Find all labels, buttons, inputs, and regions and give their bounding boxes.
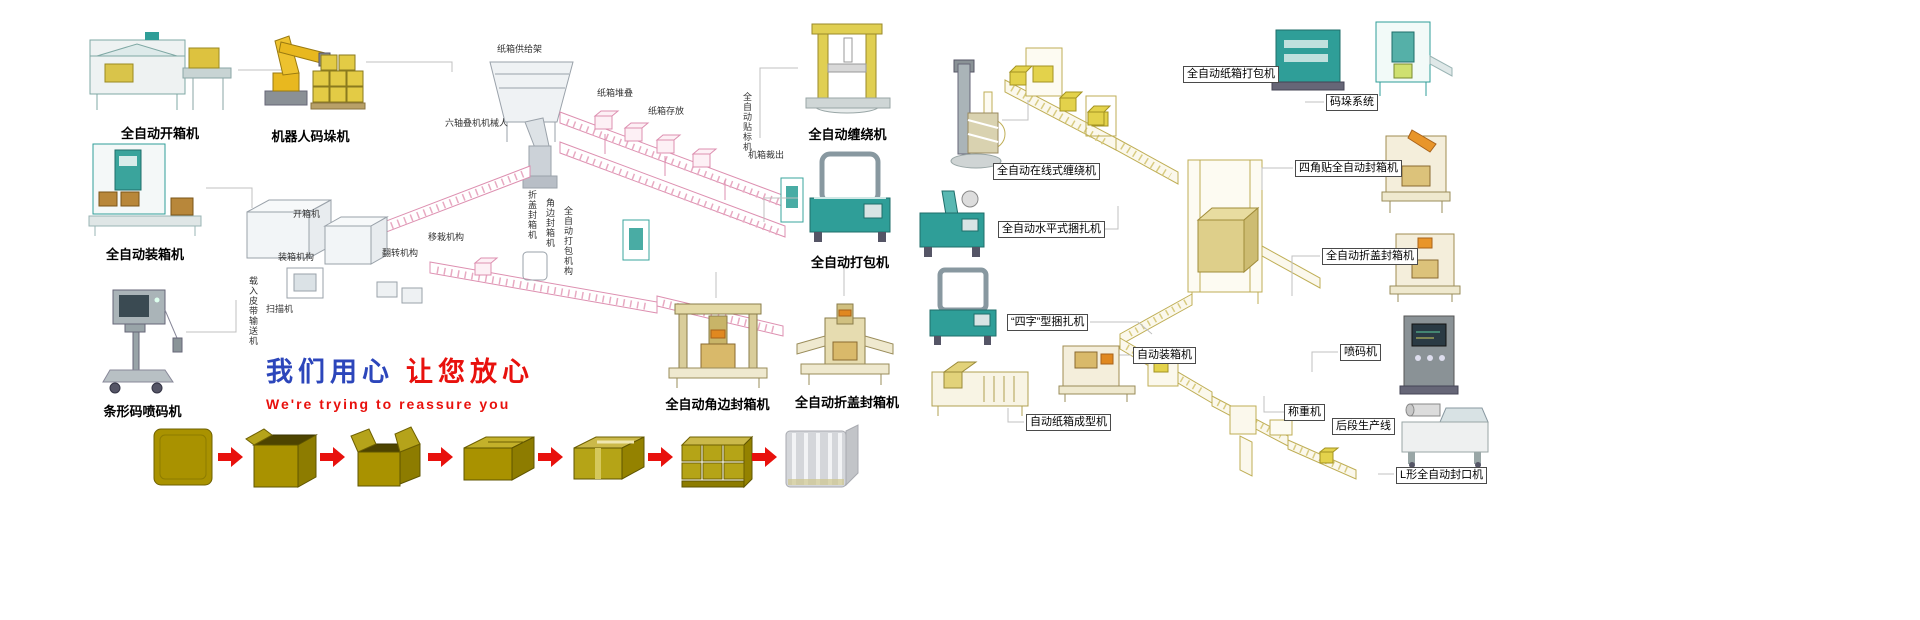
diagram-label: 机箱裁出 (748, 150, 785, 160)
flap-sealer-label: 全自动折盖封箱机 (795, 395, 900, 410)
red-arrow-icon (218, 447, 243, 467)
strapping-machine-image (809, 151, 891, 242)
case-erector-image (89, 32, 232, 110)
closed-box-image (463, 436, 535, 481)
flap-sealer-image (796, 303, 894, 385)
coder-printer-image (1399, 315, 1459, 395)
diagram-label: 纸箱堆叠 (597, 88, 634, 98)
wrapper-image (805, 23, 891, 114)
diagram-label: 翻转机构 (382, 248, 419, 258)
flat-blank-image (153, 428, 213, 486)
carton-former-image (931, 361, 1029, 416)
process-strip (148, 414, 860, 500)
diagram-label: 全自动打包机构 (563, 206, 573, 276)
carton-baler-image (1271, 29, 1345, 91)
label-l-sealer: L形全自动封口机 (1396, 467, 1488, 484)
case-packer-label: 全自动装箱机 (105, 247, 184, 262)
slogan-cn-part2: 让您放心 (406, 357, 534, 387)
label-carton-former: 自动纸箱成型机 (1026, 414, 1111, 431)
sealed-box-image (573, 436, 645, 480)
labeler-unit-drawing (780, 177, 804, 223)
corner-sealer-block: 全自动角边封箱机 (665, 300, 770, 413)
l-sealer-image (1401, 403, 1489, 468)
robot-palletizer-image (264, 35, 366, 110)
label-auto-packer: 自动装箱机 (1133, 347, 1196, 364)
six-axis-robot-drawing (522, 117, 558, 189)
pallet-stack-image (680, 435, 754, 489)
inline-wrapper-image (950, 59, 1002, 169)
wrapped-pallet-image (785, 424, 859, 488)
flap-open-box-image (350, 426, 421, 487)
palletizer-tower-drawing (1187, 159, 1321, 304)
diagram-label: 折盖封箱机 (527, 190, 537, 240)
red-arrow-icon (428, 447, 453, 467)
slogan-cn-part1: 我们用心 (266, 357, 394, 387)
flap-sealer-block: 全自动折盖封箱机 (795, 298, 900, 411)
diagram-label: 角边封箱机 (545, 198, 555, 248)
palletizing-system-image (1375, 21, 1453, 96)
diagram-label: 扫描机 (266, 304, 294, 314)
diagram-label: 开箱机 (293, 209, 321, 219)
diagram-label: 移栽机构 (428, 232, 465, 242)
case-machine-cluster-drawing (246, 199, 423, 304)
label-arch-strapper: “四字”型捆扎机 (1007, 314, 1089, 331)
corner-sealer-label: 全自动角边封箱机 (665, 397, 770, 412)
strapping-machine-block: 全自动打包机 (800, 148, 900, 271)
arch-strapper-image (929, 267, 997, 345)
diagram-label: 纸箱供给架 (497, 44, 543, 54)
slogan-cn: 我们用心让您放心 (266, 350, 534, 389)
label-weigher: 称重机 (1284, 404, 1325, 421)
slogan-en: We're trying to reassure you (266, 396, 511, 412)
opened-box-image (245, 428, 318, 488)
wrapper-block: 全自动缠绕机 (800, 20, 895, 143)
label-horizontal-strapper: 全自动水平式捆扎机 (998, 221, 1105, 238)
auto-packer-image (1058, 345, 1136, 402)
carton-stack-drawing (593, 110, 718, 168)
label-coder-printer: 喷码机 (1340, 344, 1381, 361)
red-arrow-icon (752, 447, 777, 467)
horizontal-strapper-image (919, 190, 985, 257)
diagram-label: 全自动贴标机 (742, 92, 752, 152)
scanner-frame-drawing (286, 267, 324, 299)
label-carton-baler: 全自动纸箱打包机 (1183, 66, 1279, 83)
diagram-label: 载入皮带输送机 (248, 276, 258, 346)
label-corner-tape-sealer: 四角贴全自动封箱机 (1295, 160, 1402, 177)
strapping-machine-label: 全自动打包机 (810, 255, 889, 270)
inkjet-coder-block: 条形码喷码机 (95, 282, 190, 420)
slogan: 我们用心让您放心 We're trying to reassure you (266, 350, 534, 412)
label-flap-fold-sealer: 全自动折盖封箱机 (1322, 248, 1418, 265)
red-arrow-icon (320, 447, 345, 467)
secondary-line-diagram (974, 47, 1357, 480)
case-packer-image (88, 143, 202, 236)
red-arrow-icon (648, 447, 673, 467)
robot-palletizer-label: 机器人码垛机 (271, 129, 350, 144)
corner-sealer-image (668, 303, 768, 388)
top-conveyor-drawing (1004, 79, 1179, 185)
diagram-label: 装箱机构 (278, 252, 315, 262)
diagram-label: 六轴叠机机械人 (445, 118, 509, 128)
carton-cubes-drawing (1008, 65, 1112, 126)
robot-palletizer-block: 机器人码垛机 (253, 15, 368, 145)
carton-hopper-drawing (489, 61, 574, 142)
label-rear-line: 后段生产线 (1332, 418, 1395, 435)
inline-machines-drawing (1147, 353, 1340, 464)
case-erector-label: 全自动开箱机 (120, 126, 199, 141)
inkjet-coder-image (102, 289, 183, 394)
case-erector-block: 全自动开箱机 (85, 22, 235, 142)
diagram-label: 纸箱存放 (648, 106, 685, 116)
wrapper-label: 全自动缠绕机 (808, 127, 887, 142)
inkjet-coder-label: 条形码喷码机 (103, 404, 182, 419)
red-arrow-icon (538, 447, 563, 467)
label-palletizing-system: 码垛系统 (1326, 94, 1378, 111)
label-inline-wrapper: 全自动在线式缠绕机 (993, 163, 1100, 180)
case-packer-block: 全自动装箱机 (85, 138, 205, 263)
